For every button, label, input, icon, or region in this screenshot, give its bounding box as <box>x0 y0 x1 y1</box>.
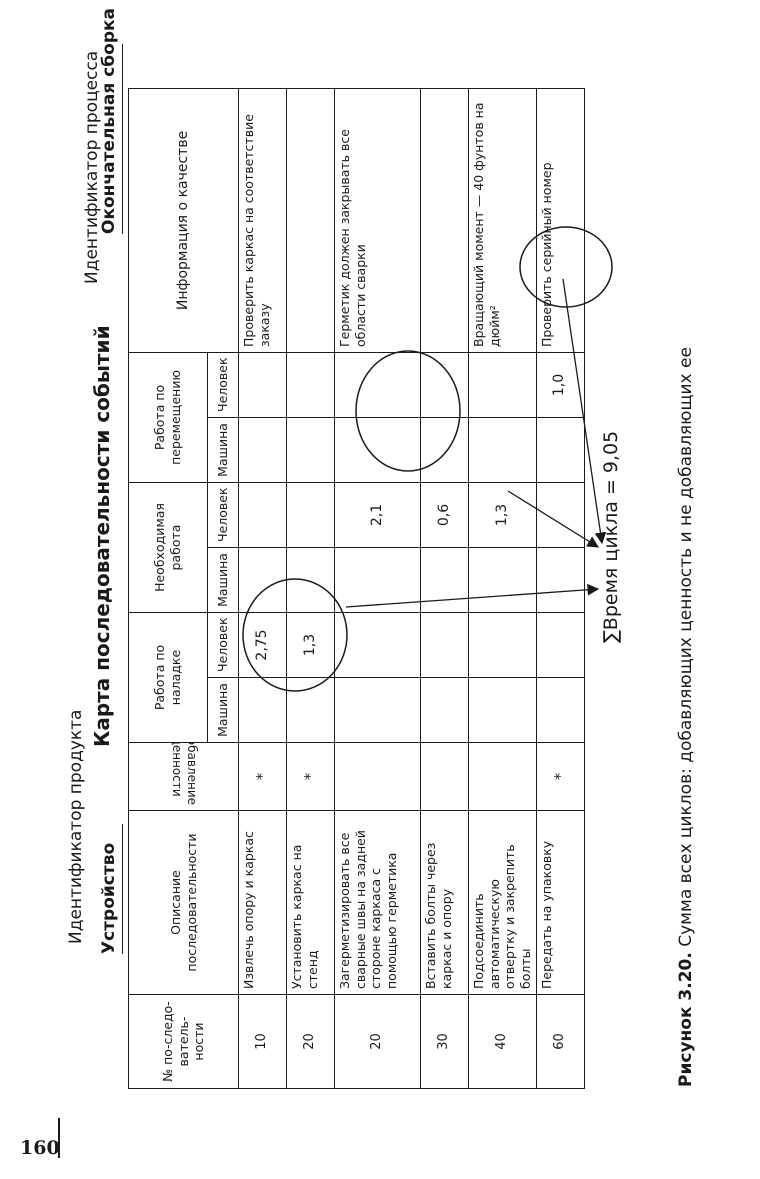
highlight-circle-required <box>355 350 461 472</box>
highlight-circle-movement <box>519 226 613 308</box>
arrow-required-to-sum <box>507 490 599 548</box>
page-number: 160 <box>20 1137 60 1159</box>
page-number-rule <box>58 1118 60 1158</box>
arrow-setup-to-sum <box>345 583 600 608</box>
caption-label: Рисунок 3.20. <box>676 952 696 1087</box>
highlight-circle-setup <box>242 578 348 692</box>
caption-text: Сумма всех циклов: добавляющих ценность … <box>676 347 696 947</box>
figure-caption: Рисунок 3.20. Сумма всех циклов: добавля… <box>676 347 696 1087</box>
arrow-movement-to-sum <box>562 278 607 545</box>
cycle-time-sum: ∑Время цикла = 9,05 <box>600 430 622 643</box>
